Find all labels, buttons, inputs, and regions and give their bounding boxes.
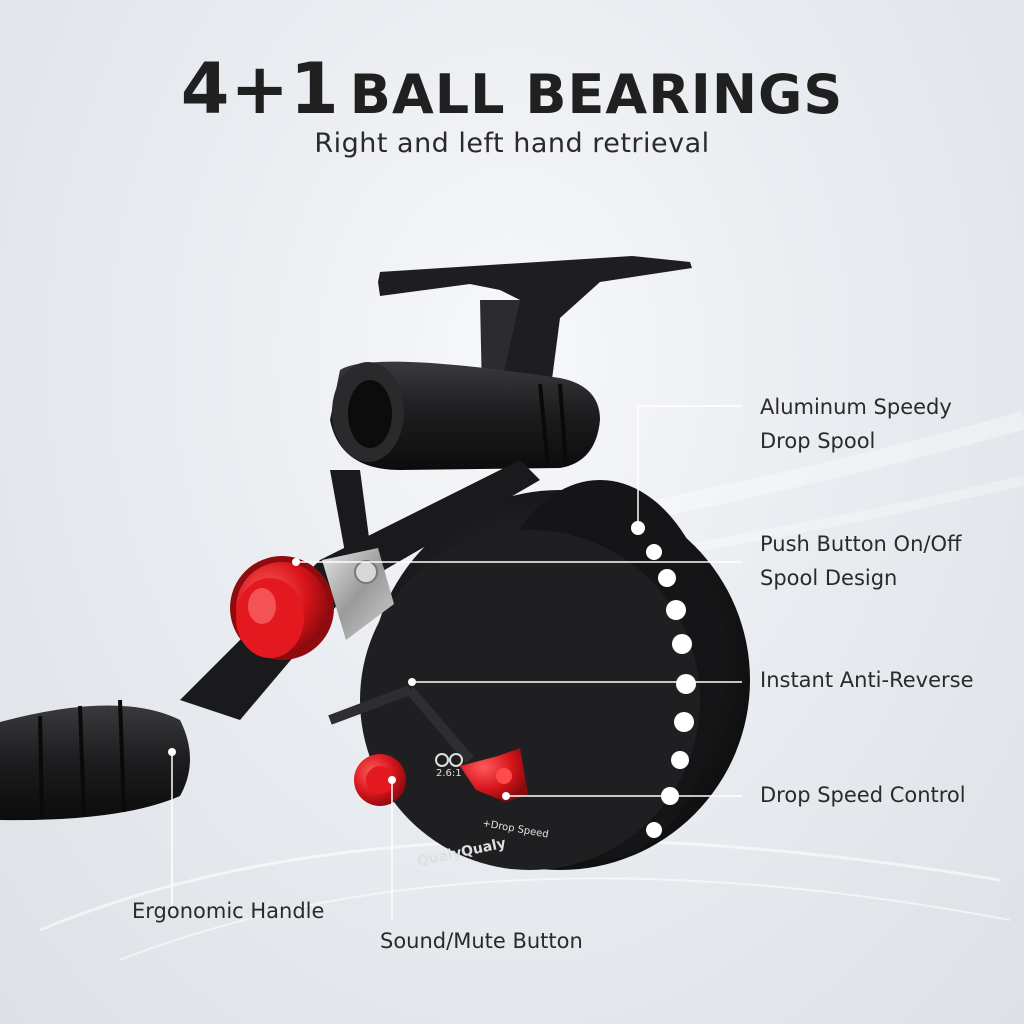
spool-spokes: [328, 685, 474, 764]
callout-drop-speed: Drop Speed Control: [760, 783, 966, 807]
callout-spool-line2: Drop Spool: [760, 429, 876, 453]
gear-icon: [435, 753, 463, 767]
callout-push-button-line2: Spool Design: [760, 566, 898, 590]
reel-spool: [360, 480, 750, 870]
callout-line-spool: [637, 405, 742, 528]
drop-speed-lever: [460, 748, 528, 802]
callout-push-button: Push Button On/Off Spool Design: [760, 527, 961, 595]
callout-spool-line1: Aluminum Speedy: [760, 395, 952, 419]
callout-dots: [168, 524, 642, 800]
callout-spool: Aluminum Speedy Drop Spool: [760, 390, 952, 458]
callout-sound-mute: Sound/Mute Button: [380, 929, 583, 953]
rod-grip: [330, 361, 600, 470]
callout-push-button-line1: Push Button On/Off: [760, 532, 962, 556]
headline-count: 4+1: [180, 48, 340, 130]
callout-lines: [171, 405, 742, 920]
sound-mute-knob: [354, 754, 406, 806]
callout-handle: Ergonomic Handle: [132, 899, 325, 923]
callout-anti-reverse: Instant Anti-Reverse: [760, 668, 974, 692]
gear-ratio-marking: 2.6:1: [436, 768, 462, 779]
red-push-button: [230, 556, 334, 660]
handle-knob: [0, 699, 190, 821]
subheadline: Right and left hand retrieval: [314, 128, 710, 159]
spool-holes: [631, 521, 696, 838]
headline-text: BALL BEARINGS: [349, 63, 844, 126]
